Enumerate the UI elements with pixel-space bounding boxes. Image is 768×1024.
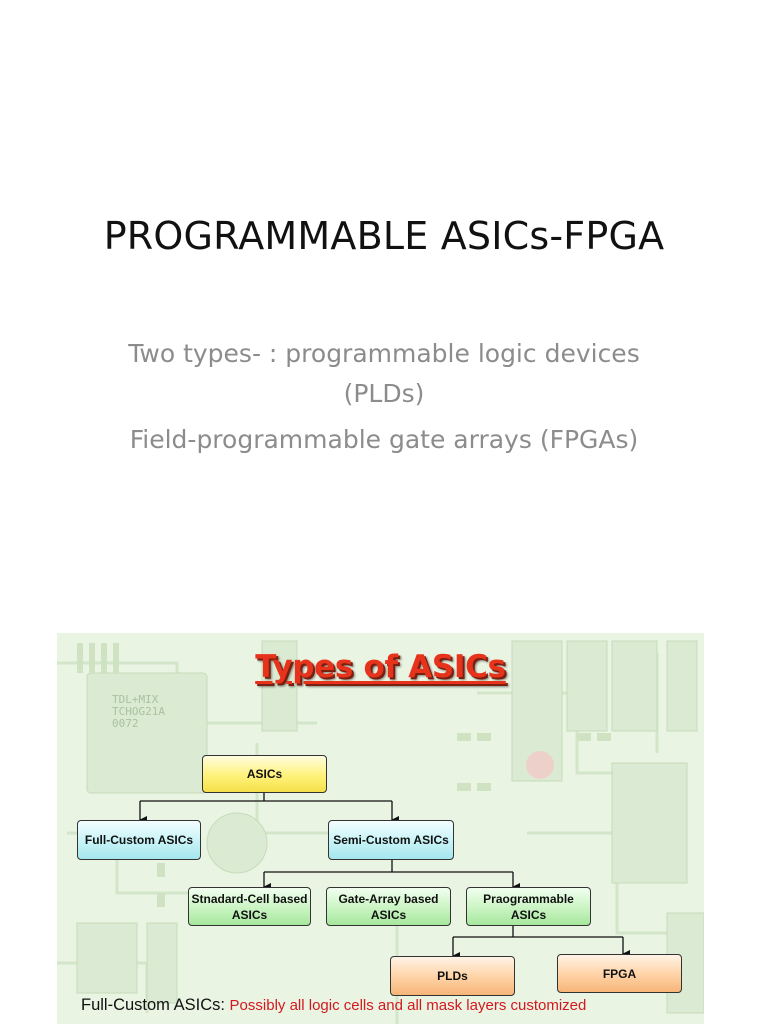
slide-title: PROGRAMMABLE ASICs-FPGA: [103, 214, 665, 258]
node-programmable-asics: Praogrammable ASICs: [466, 887, 591, 926]
figure-heading: Types of ASICs: [255, 649, 506, 685]
subtitle-line-fpgas: Field-programmable gate arrays (FPGAs): [129, 425, 639, 454]
figure-footnote: Full-Custom ASICs: Possibly all logic ce…: [81, 996, 586, 1015]
node-fpga: FPGA: [557, 954, 682, 993]
node-asics: ASICs: [202, 755, 327, 793]
chip-marking-1: TDL+MIX: [112, 693, 159, 706]
node-full-custom-asics: Full-Custom ASICs: [77, 820, 201, 860]
subtitle-line-plds: Two types- : programmable logic devices …: [128, 339, 640, 408]
node-plds: PLDs: [390, 956, 515, 996]
tree-connectors: [139, 793, 630, 960]
node-semi-custom-asics: Semi-Custom ASICs: [328, 820, 454, 860]
slide-subtitle: Two types- : programmable logic devices …: [84, 334, 684, 466]
asic-types-figure: TDL+MIX TCHOG21A 0072 Types of ASICs: [57, 633, 704, 1024]
chip-marking-2: TCHOG21A: [112, 705, 165, 718]
node-standard-cell-asics: Stnadard-Cell based ASICs: [188, 887, 311, 926]
footnote-label: Full-Custom ASICs:: [81, 996, 225, 1014]
footnote-text: Possibly all logic cells and all mask la…: [229, 997, 587, 1014]
chip-marking-3: 0072: [112, 717, 139, 730]
node-gate-array-asics: Gate-Array based ASICs: [326, 887, 451, 926]
circuit-board-background: TDL+MIX TCHOG21A 0072: [57, 633, 704, 1024]
